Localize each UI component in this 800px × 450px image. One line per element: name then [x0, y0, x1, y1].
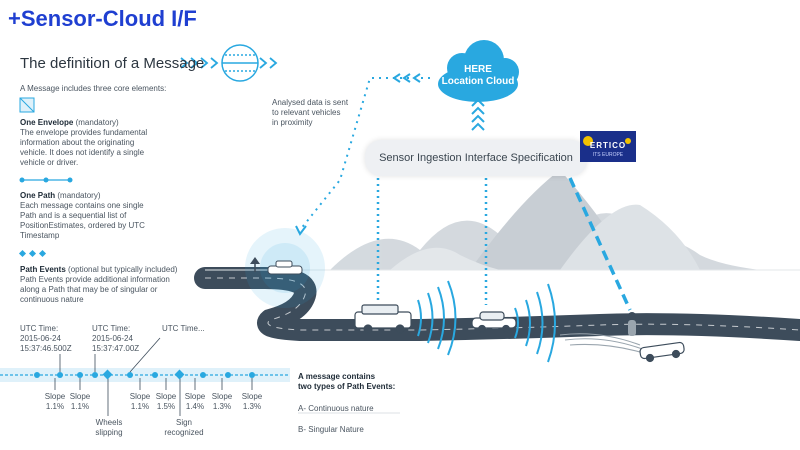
utc-label-1: UTC Time: 2015-06-24 15:37:46.500Z: [20, 324, 72, 354]
utc-label-2: UTC Time: 2015-06-24 15:37:47.00Z: [92, 324, 139, 354]
note-line: A message contains: [298, 372, 376, 381]
utc-time: 15:37:47.00Z: [92, 344, 140, 353]
slope-ticks: [54, 378, 253, 416]
car-left: [267, 260, 303, 275]
analysed-line: Analysed data is sent: [272, 98, 349, 107]
slope-value: 1.1%: [130, 402, 150, 411]
intro-text: A Message includes three core elements:: [20, 84, 167, 93]
element-line: Each message contains one single: [20, 201, 144, 210]
element-title: Path Events: [20, 265, 66, 274]
event-line: Wheels: [95, 418, 123, 427]
element-tag: (mandatory): [57, 191, 101, 200]
element-line: continuous nature: [20, 295, 84, 304]
analysed-line: in proximity: [272, 118, 313, 127]
event-line: recognized: [164, 428, 204, 437]
cloud-line-1: HERE: [464, 64, 492, 75]
element-line: vehicle or driver.: [20, 158, 79, 167]
path-events-icon: [18, 249, 47, 258]
utc-title: UTC Time...: [162, 324, 205, 333]
utc-title: UTC Time:: [20, 324, 59, 333]
utc-title: UTC Time:: [92, 324, 131, 333]
message-envelope-icon: [221, 44, 259, 82]
car-sedan: [471, 311, 517, 334]
slope-title: Slope: [129, 392, 151, 401]
element-line: The envelope provides fundamental: [20, 128, 148, 137]
uplink-dashes: [568, 177, 632, 311]
car-crashed: [639, 341, 685, 363]
utc-date: 2015-06-24: [92, 334, 133, 343]
slope-title: Slope: [211, 392, 233, 401]
path-icon: [19, 177, 73, 183]
cloud-line-2: Location Cloud: [441, 76, 515, 87]
slope-title: Slope: [241, 392, 263, 401]
element-line: along a Path that may be of singular or: [20, 285, 158, 294]
event-line: slipping: [95, 428, 123, 437]
slide-title: +Sensor-Cloud I/F: [8, 6, 197, 31]
element-title: One Envelope: [20, 118, 74, 127]
element-line: Path and is a sequential list of: [20, 211, 127, 220]
element-envelope: One Envelope (mandatory) The envelope pr…: [20, 118, 190, 168]
event-label-wheels: Wheels slipping: [92, 418, 126, 438]
spec-label: Sensor Ingestion Interface Specification: [379, 152, 573, 164]
sign-icon: [250, 257, 260, 264]
definition-title: The definition of a Message: [20, 55, 205, 72]
element-tag: (mandatory): [75, 118, 119, 127]
signal-waves-suv: [417, 280, 457, 356]
element-path: One Path (mandatory) Each message contai…: [20, 191, 190, 241]
utc-time: 15:37:46.500Z: [20, 344, 72, 353]
downlink-path: [299, 77, 430, 231]
cloud-label: HERE Location Cloud: [438, 64, 518, 88]
element-line: information about the originating: [20, 138, 135, 147]
analysed-line: to relevant vehicles: [272, 108, 341, 117]
ertico-name: ERTICO: [589, 141, 627, 150]
element-line: PositionEstimates, ordered by UTC: [20, 221, 145, 230]
element-line: vehicle. It does not identify a single: [20, 148, 145, 157]
slope-title: Slope: [69, 392, 91, 401]
car-suv: [354, 304, 412, 334]
analysed-data-text: Analysed data is sent to relevant vehicl…: [272, 98, 367, 128]
slope-value: 1.3%: [242, 402, 262, 411]
slope-value: 1.3%: [212, 402, 232, 411]
chevrons-left: [392, 73, 421, 83]
element-path-events: Path Events (optional but typically incl…: [20, 265, 210, 305]
envelope-icon: [19, 97, 35, 113]
ertico-sub: ITS EUROPE: [592, 152, 624, 158]
mountains: [330, 170, 760, 270]
slope-title: Slope: [44, 392, 66, 401]
event-label-sign: Sign recognized: [164, 418, 204, 438]
utc-connectors: [59, 337, 161, 373]
slope-value: 1.1%: [45, 402, 65, 411]
event-line: Sign: [175, 418, 192, 427]
element-title: One Path: [20, 191, 56, 200]
slope-value: 1.4%: [185, 402, 205, 411]
spec-box: Sensor Ingestion Interface Specification: [365, 140, 587, 176]
slope-title: Slope: [184, 392, 206, 401]
slope-value: 1.5%: [156, 402, 176, 411]
slope-title: Slope: [155, 392, 177, 401]
signal-waves-car: [514, 283, 556, 363]
utc-date: 2015-06-24: [20, 334, 61, 343]
pedestrian-icon: [628, 312, 636, 336]
element-line: Timestamp: [20, 231, 60, 240]
ertico-logo: ERTICO ITS EUROPE: [580, 131, 636, 162]
note-line: two types of Path Events:: [298, 382, 396, 391]
slope-value: 1.1%: [70, 402, 90, 411]
note-continuous: A- Continuous nature: [298, 404, 374, 413]
here-cloud: [438, 40, 519, 102]
note-singular: B- Singular Nature: [298, 425, 364, 434]
note-block: A message contains two types of Path Eve…: [298, 372, 428, 435]
element-line: Path Events provide additional informati…: [20, 275, 170, 284]
chevrons-up: [471, 98, 485, 131]
utc-label-3: UTC Time...: [162, 324, 205, 334]
chevrons-right: [180, 57, 278, 69]
element-tag: (optional but typically included): [68, 265, 178, 274]
